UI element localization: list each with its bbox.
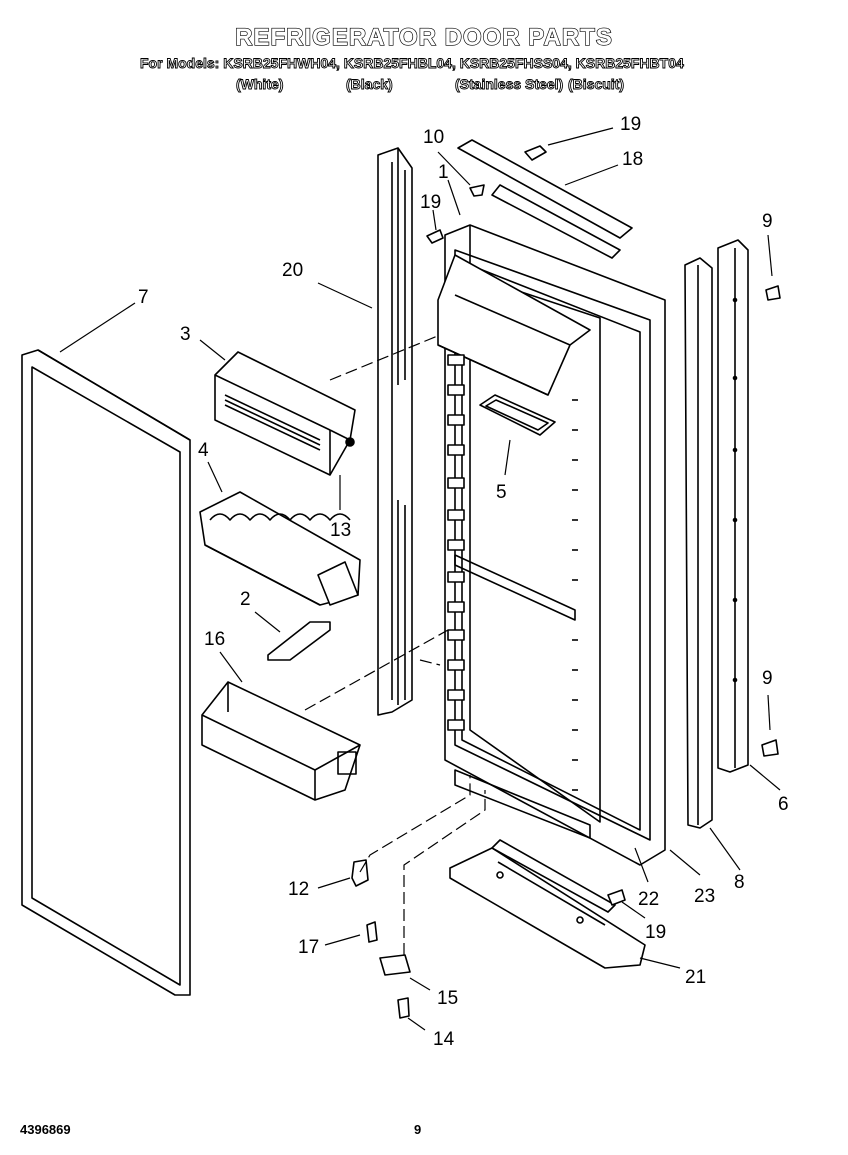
callout-15: 15 — [437, 988, 458, 1009]
shelf-clip-part — [267, 621, 331, 661]
callout-4: 4 — [198, 440, 209, 461]
callout-21: 21 — [685, 967, 706, 988]
callout-13: 13 — [330, 520, 351, 541]
callout-20: 20 — [282, 260, 303, 281]
top-trim-part — [457, 139, 633, 259]
callout-2: 2 — [240, 589, 251, 610]
callout-12: 12 — [288, 879, 309, 900]
page-title: REFRIGERATOR DOOR PARTS — [235, 23, 613, 51]
callout-7: 7 — [138, 287, 149, 308]
callout-3: 3 — [180, 324, 191, 345]
variant-stainless: (Stainless Steel) — [455, 76, 564, 93]
page-number: 9 — [414, 1122, 422, 1137]
callout-5: 5 — [496, 482, 507, 503]
door-bin-part — [201, 681, 361, 801]
callout-14: 14 — [433, 1029, 455, 1050]
screws — [351, 145, 781, 1019]
dairy-compartment-part — [214, 351, 356, 476]
callout-17: 17 — [298, 937, 319, 958]
egg-tray-part — [199, 491, 361, 606]
callout-23: 23 — [694, 886, 715, 907]
callout-6: 6 — [778, 794, 789, 815]
door-liner-part — [437, 224, 666, 866]
door-handle-part — [717, 239, 749, 773]
handle-trim-part — [684, 257, 713, 829]
variant-biscuit: (Biscuit) — [568, 76, 625, 93]
door-trim-left-part — [377, 147, 413, 716]
models-line: For Models: KSRB25FHWH04, KSRB25FHBL04, … — [140, 55, 685, 72]
document-number: 4396869 — [20, 1122, 71, 1137]
callout-9-top: 9 — [762, 211, 773, 232]
callout-19-upper: 19 — [620, 114, 641, 135]
callout-8: 8 — [734, 872, 745, 893]
callout-19-top: 19 — [420, 192, 441, 213]
callout-16: 16 — [204, 629, 225, 650]
door-gasket-part — [21, 349, 191, 996]
callout-18: 18 — [622, 149, 643, 170]
variant-black: (Black) — [346, 76, 394, 93]
callout-22: 22 — [638, 889, 659, 910]
callout-19-bottom: 19 — [645, 922, 666, 943]
variant-white: (White) — [236, 76, 284, 93]
callout-10: 10 — [423, 127, 444, 148]
small-tray-part — [479, 394, 556, 436]
bottom-trim-part — [449, 839, 646, 969]
callout-1: 1 — [438, 162, 449, 183]
callout-9-bottom: 9 — [762, 668, 773, 689]
